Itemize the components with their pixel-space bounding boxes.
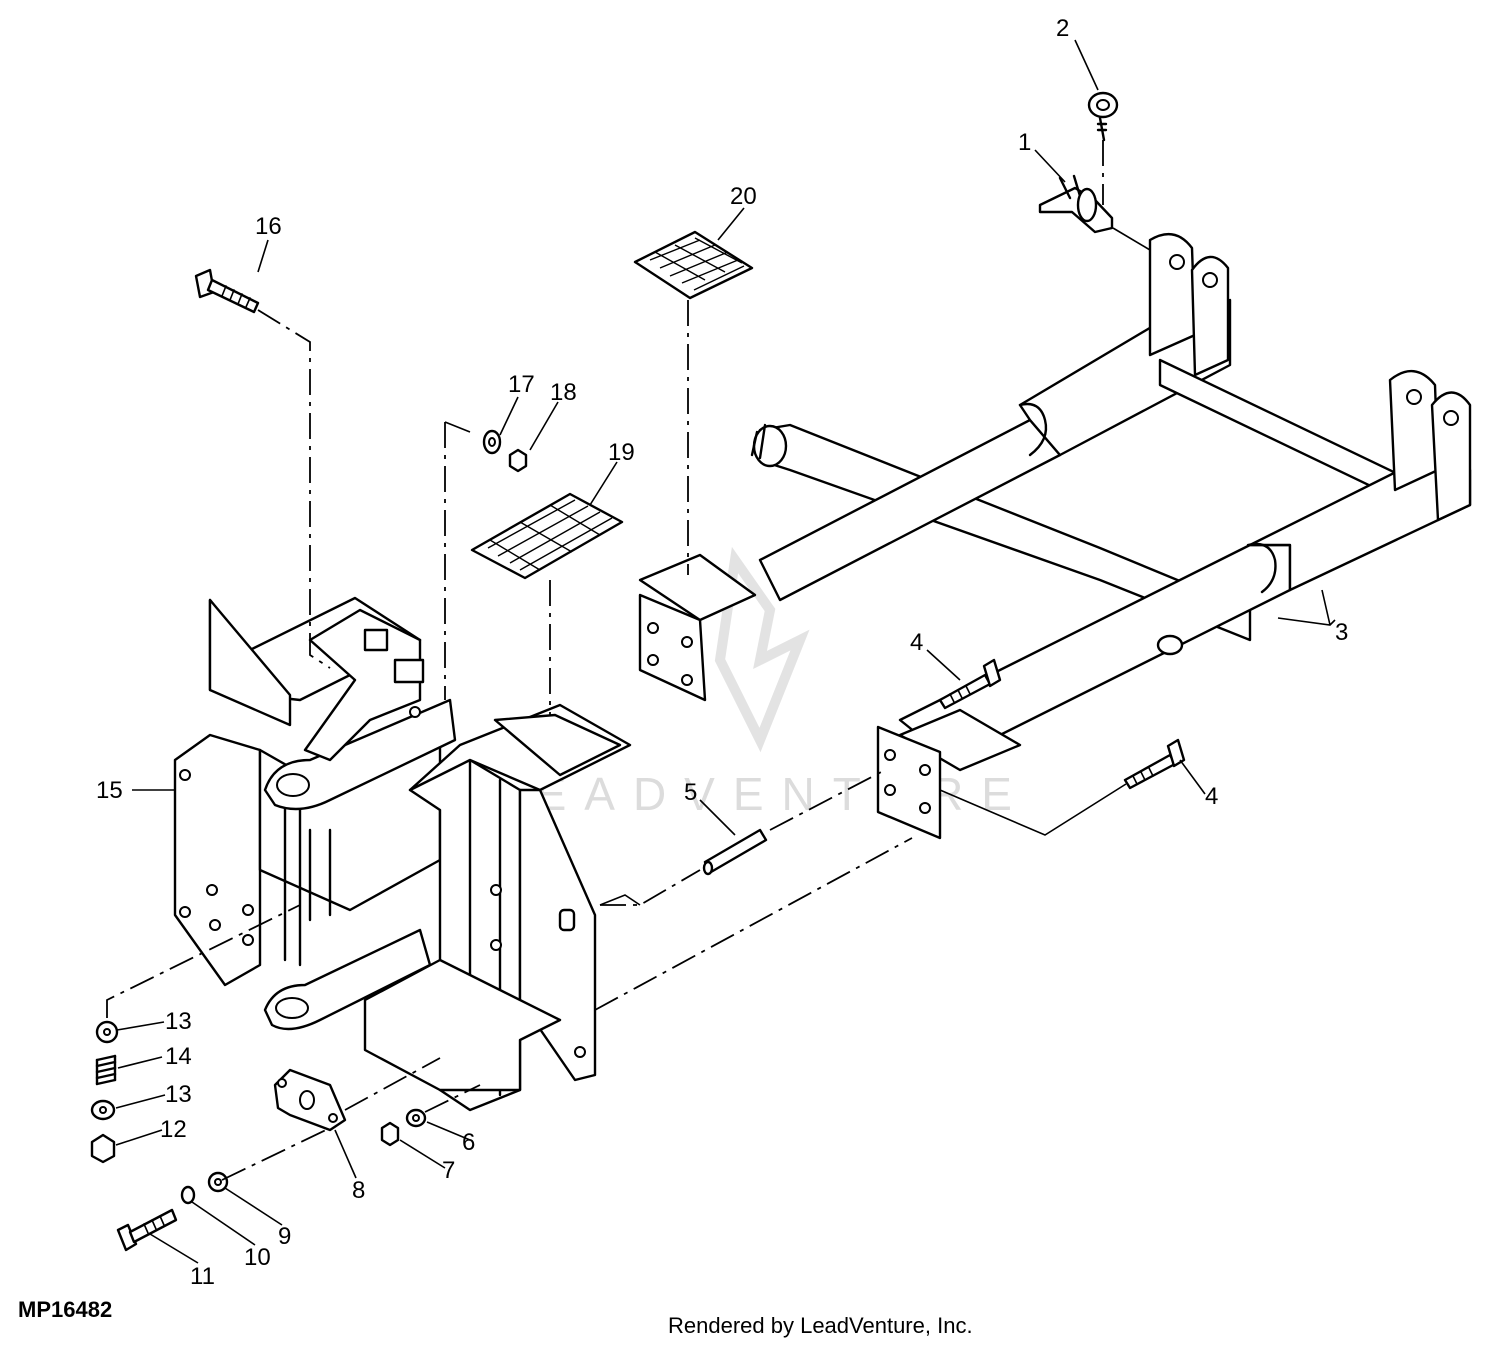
lock-washer-part-10	[180, 1185, 196, 1205]
callout-14: 14	[165, 1043, 192, 1070]
washer-part-13-lower	[90, 1099, 116, 1121]
callout-13-upper: 13	[165, 1008, 192, 1035]
callout-10: 10	[244, 1244, 271, 1271]
callout-1: 1	[1018, 129, 1031, 156]
figure-id: MP16482	[18, 1297, 113, 1322]
washer-part-9	[207, 1171, 229, 1193]
bracket-part-8	[273, 1068, 347, 1132]
callout-8: 8	[352, 1177, 365, 1204]
bolt-part-4-lower	[1123, 738, 1186, 790]
callout-16: 16	[255, 213, 282, 240]
washer-part-6	[405, 1108, 427, 1128]
front-frame-part-15	[173, 596, 632, 1112]
spacer-part-5	[702, 828, 768, 876]
callout-5: 5	[684, 779, 697, 806]
callouts: 2 1 3 4 4 5 6 7 8 9 10 11 12 13 13 14 15…	[96, 15, 1348, 1290]
callout-3: 3	[1335, 619, 1348, 646]
bolt-part-4-upper	[938, 658, 1002, 710]
callout-6: 6	[462, 1129, 475, 1156]
assembly-lines	[106, 140, 1151, 1181]
ring-pin-part-2	[1087, 91, 1119, 142]
callout-2: 2	[1056, 15, 1069, 42]
callout-17: 17	[508, 371, 535, 398]
callout-12: 12	[160, 1116, 187, 1143]
callout-18: 18	[550, 379, 577, 406]
step-plate-part-19	[470, 492, 624, 580]
callout-11: 11	[190, 1263, 215, 1290]
nut-part-7	[380, 1121, 400, 1147]
step-plate-part-20	[633, 230, 754, 300]
callout-9: 9	[278, 1223, 291, 1250]
callout-4-lower: 4	[1205, 783, 1218, 810]
callout-15: 15	[96, 777, 123, 804]
nut-part-18	[508, 448, 528, 473]
pin-part-1	[1038, 174, 1114, 234]
bolt-part-11	[116, 1208, 178, 1252]
callout-20: 20	[730, 183, 757, 210]
washer-part-17	[482, 429, 502, 455]
callout-13-lower: 13	[165, 1081, 192, 1108]
render-credit: Rendered by LeadVenture, Inc.	[668, 1313, 973, 1338]
bolt-part-16	[194, 268, 260, 314]
washer-part-13-upper	[95, 1020, 119, 1044]
spring-part-14	[95, 1054, 117, 1086]
watermark: LEADVENTURE	[492, 546, 1012, 820]
rear-frame-part-3	[638, 232, 1472, 840]
callout-4-upper: 4	[910, 629, 923, 656]
callout-7: 7	[442, 1157, 455, 1184]
callout-19: 19	[608, 439, 635, 466]
leader-lines	[115, 39, 1336, 1264]
nut-part-12	[90, 1133, 116, 1164]
